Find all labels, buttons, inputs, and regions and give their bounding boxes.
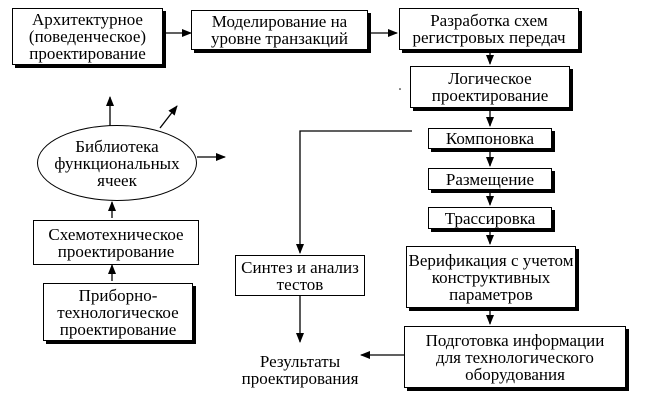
block-logic-design: Логическое проектирование: [410, 66, 570, 108]
block-circuit-design: Схемотехническое проектирование: [33, 220, 199, 265]
block-architectural: Архитектурное (поведенческое) проектиров…: [12, 8, 163, 65]
block-routing: Трассировка: [428, 207, 552, 229]
block-device-design: Приборно- технологическое проектирование: [43, 283, 193, 341]
block-rtl-design: Разработка схем регистровых передач: [399, 8, 579, 50]
arrow-library-up-right: [159, 105, 178, 129]
block-verification: Верификация с учетом конструктивных пара…: [406, 246, 576, 308]
block-transaction-modeling: Моделирование на уровне транзакций: [191, 10, 368, 50]
block-test-synthesis: Синтез и анализ тестов: [235, 255, 365, 296]
block-placement: Размещение: [428, 168, 552, 190]
ellipse-cell-library: Библиотека функциональных ячеек: [37, 125, 197, 201]
block-preparation: Подготовка информации для технологическо…: [404, 326, 626, 388]
arrow-logic-to-tests: [296, 130, 412, 254]
block-layout: Компоновка: [428, 128, 552, 149]
label-results: Результаты проектирования: [241, 352, 359, 388]
